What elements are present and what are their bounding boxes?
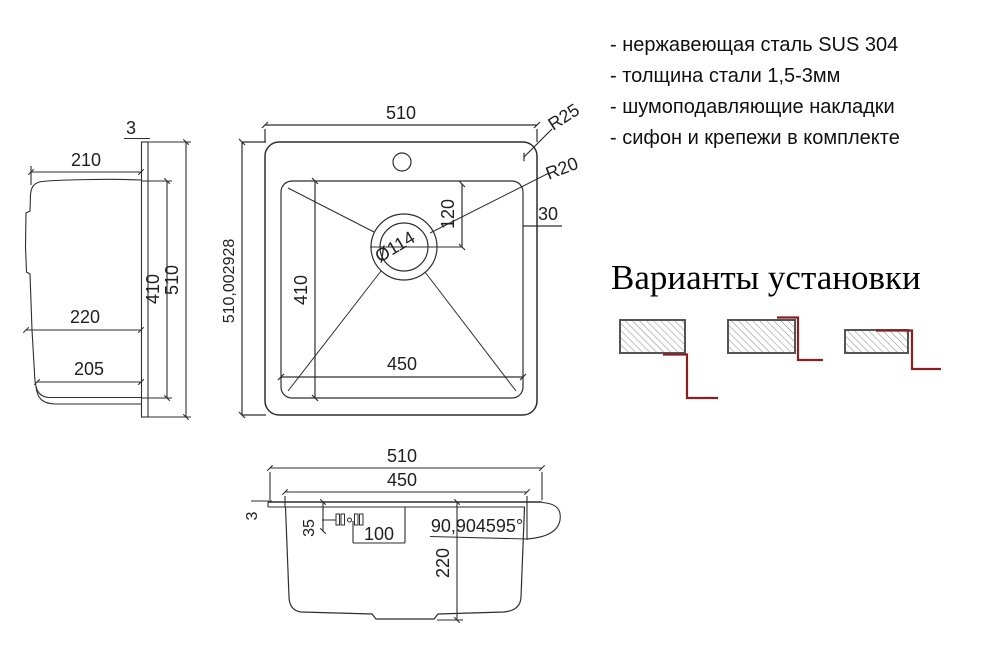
side-dim-top-width: 210	[27, 150, 145, 185]
side-view: 3 210 220 205 410 510	[22, 118, 191, 421]
top-dim-outer-height: 510,002928	[221, 138, 266, 419]
installation-variant-undermount	[619, 319, 718, 400]
installation-variant-topmount	[844, 329, 941, 371]
side-dim-bottom-width-label: 205	[74, 359, 104, 379]
front-dim-clip-offset: 35	[301, 498, 327, 537]
drain-diameter-label: Ø114	[371, 227, 418, 266]
side-dim-bottom-width: 205	[33, 359, 145, 386]
mounting-clips	[322, 513, 364, 526]
installation-options-title: Варианты установки	[611, 258, 921, 297]
side-view-bowl-outer-bottom	[35, 385, 142, 405]
front-view-rim	[267, 501, 542, 508]
front-dim-outer-width-label: 510	[387, 446, 417, 466]
front-dim-clip-spacing-label: 100	[364, 524, 394, 544]
side-dim-mid-width-label: 220	[70, 307, 100, 327]
spec-item-included-parts: - сифон и крепежи в комплекте	[610, 127, 900, 149]
side-view-mounting-flange	[140, 141, 149, 418]
top-dim-drain-offset-label: 120	[438, 199, 458, 229]
countertop-section	[727, 319, 796, 354]
sink-rim-profile	[777, 316, 823, 362]
top-dim-rim-width-label: 30	[538, 204, 558, 224]
top-dim-bowl-height-label: 410	[291, 275, 311, 305]
bowl-diagonals	[287, 172, 550, 392]
outer-corner-radius-label: R25	[544, 100, 583, 135]
front-dim-bowl-depth: 220	[433, 498, 463, 624]
front-dim-outer-width: 510	[266, 446, 546, 500]
installation-variant-flushmount	[727, 316, 823, 362]
front-dim-bowl-width-label: 450	[387, 470, 417, 490]
front-dim-bowl-width: 450	[281, 470, 531, 540]
installation-variants	[619, 316, 941, 400]
top-dim-outer-width-label: 510	[386, 103, 416, 123]
spec-list: - нержавеющая сталь SUS 304 - толщина ст…	[610, 30, 900, 154]
bowl-corner-radius-label: R20	[543, 153, 581, 184]
side-dim-outer-height-label: 510	[162, 265, 182, 295]
front-view-corner-flap	[429, 501, 561, 540]
front-view-body	[284, 506, 526, 620]
spec-item-material: - нержавеющая сталь SUS 304	[610, 34, 899, 56]
top-dim-outer-width: 510	[261, 103, 541, 142]
side-dim-outer-height: 510	[148, 138, 191, 421]
side-dim-mid-width: 220	[22, 307, 145, 334]
countertop-section	[619, 319, 686, 354]
front-dim-bowl-depth-label: 220	[433, 548, 453, 578]
top-dim-bowl-width-label: 450	[387, 354, 417, 374]
spec-item-sound-pads: - шумоподавляющие накладки	[610, 96, 895, 118]
sink-rim-profile	[663, 353, 718, 400]
front-dim-clip-spacing: 100	[352, 507, 406, 544]
spec-item-steel-thickness: - толщина стали 1,5-3мм	[610, 65, 841, 87]
front-dim-clip-offset-label: 35	[301, 519, 318, 537]
side-dim-bowl-height-label: 410	[143, 274, 163, 304]
top-dim-bowl-height: 410	[291, 177, 319, 402]
top-dim-bowl-width: 450	[277, 354, 527, 381]
front-dim-rim-thickness-label: 3	[244, 511, 261, 520]
front-dim-wall-angle-label: 90,904595°	[431, 516, 523, 536]
front-dim-rim-thickness: 3	[244, 500, 272, 520]
side-dim-bowl-height: 410	[142, 177, 172, 402]
side-dim-rim-thickness: 3	[124, 118, 150, 140]
front-view: 510 450 3 35 100 220 90,904595°	[244, 446, 561, 624]
faucet-hole	[392, 152, 412, 172]
side-dim-rim-thickness-label: 3	[126, 118, 136, 138]
top-dim-outer-height-label: 510,002928	[221, 239, 238, 324]
top-view: 510 510,002928 450 410 120 30 Ø114 R25	[221, 100, 583, 419]
top-dim-rim-width: 30	[523, 204, 562, 227]
top-dim-drain-offset: 120	[438, 180, 466, 251]
sink-rim-profile	[876, 329, 941, 371]
countertop-section	[844, 329, 909, 354]
outer-corner-radius-callout: R25	[523, 100, 583, 162]
side-dim-top-width-label: 210	[71, 150, 101, 170]
top-view-outer-rim	[264, 141, 538, 416]
top-view-bowl	[280, 180, 524, 399]
